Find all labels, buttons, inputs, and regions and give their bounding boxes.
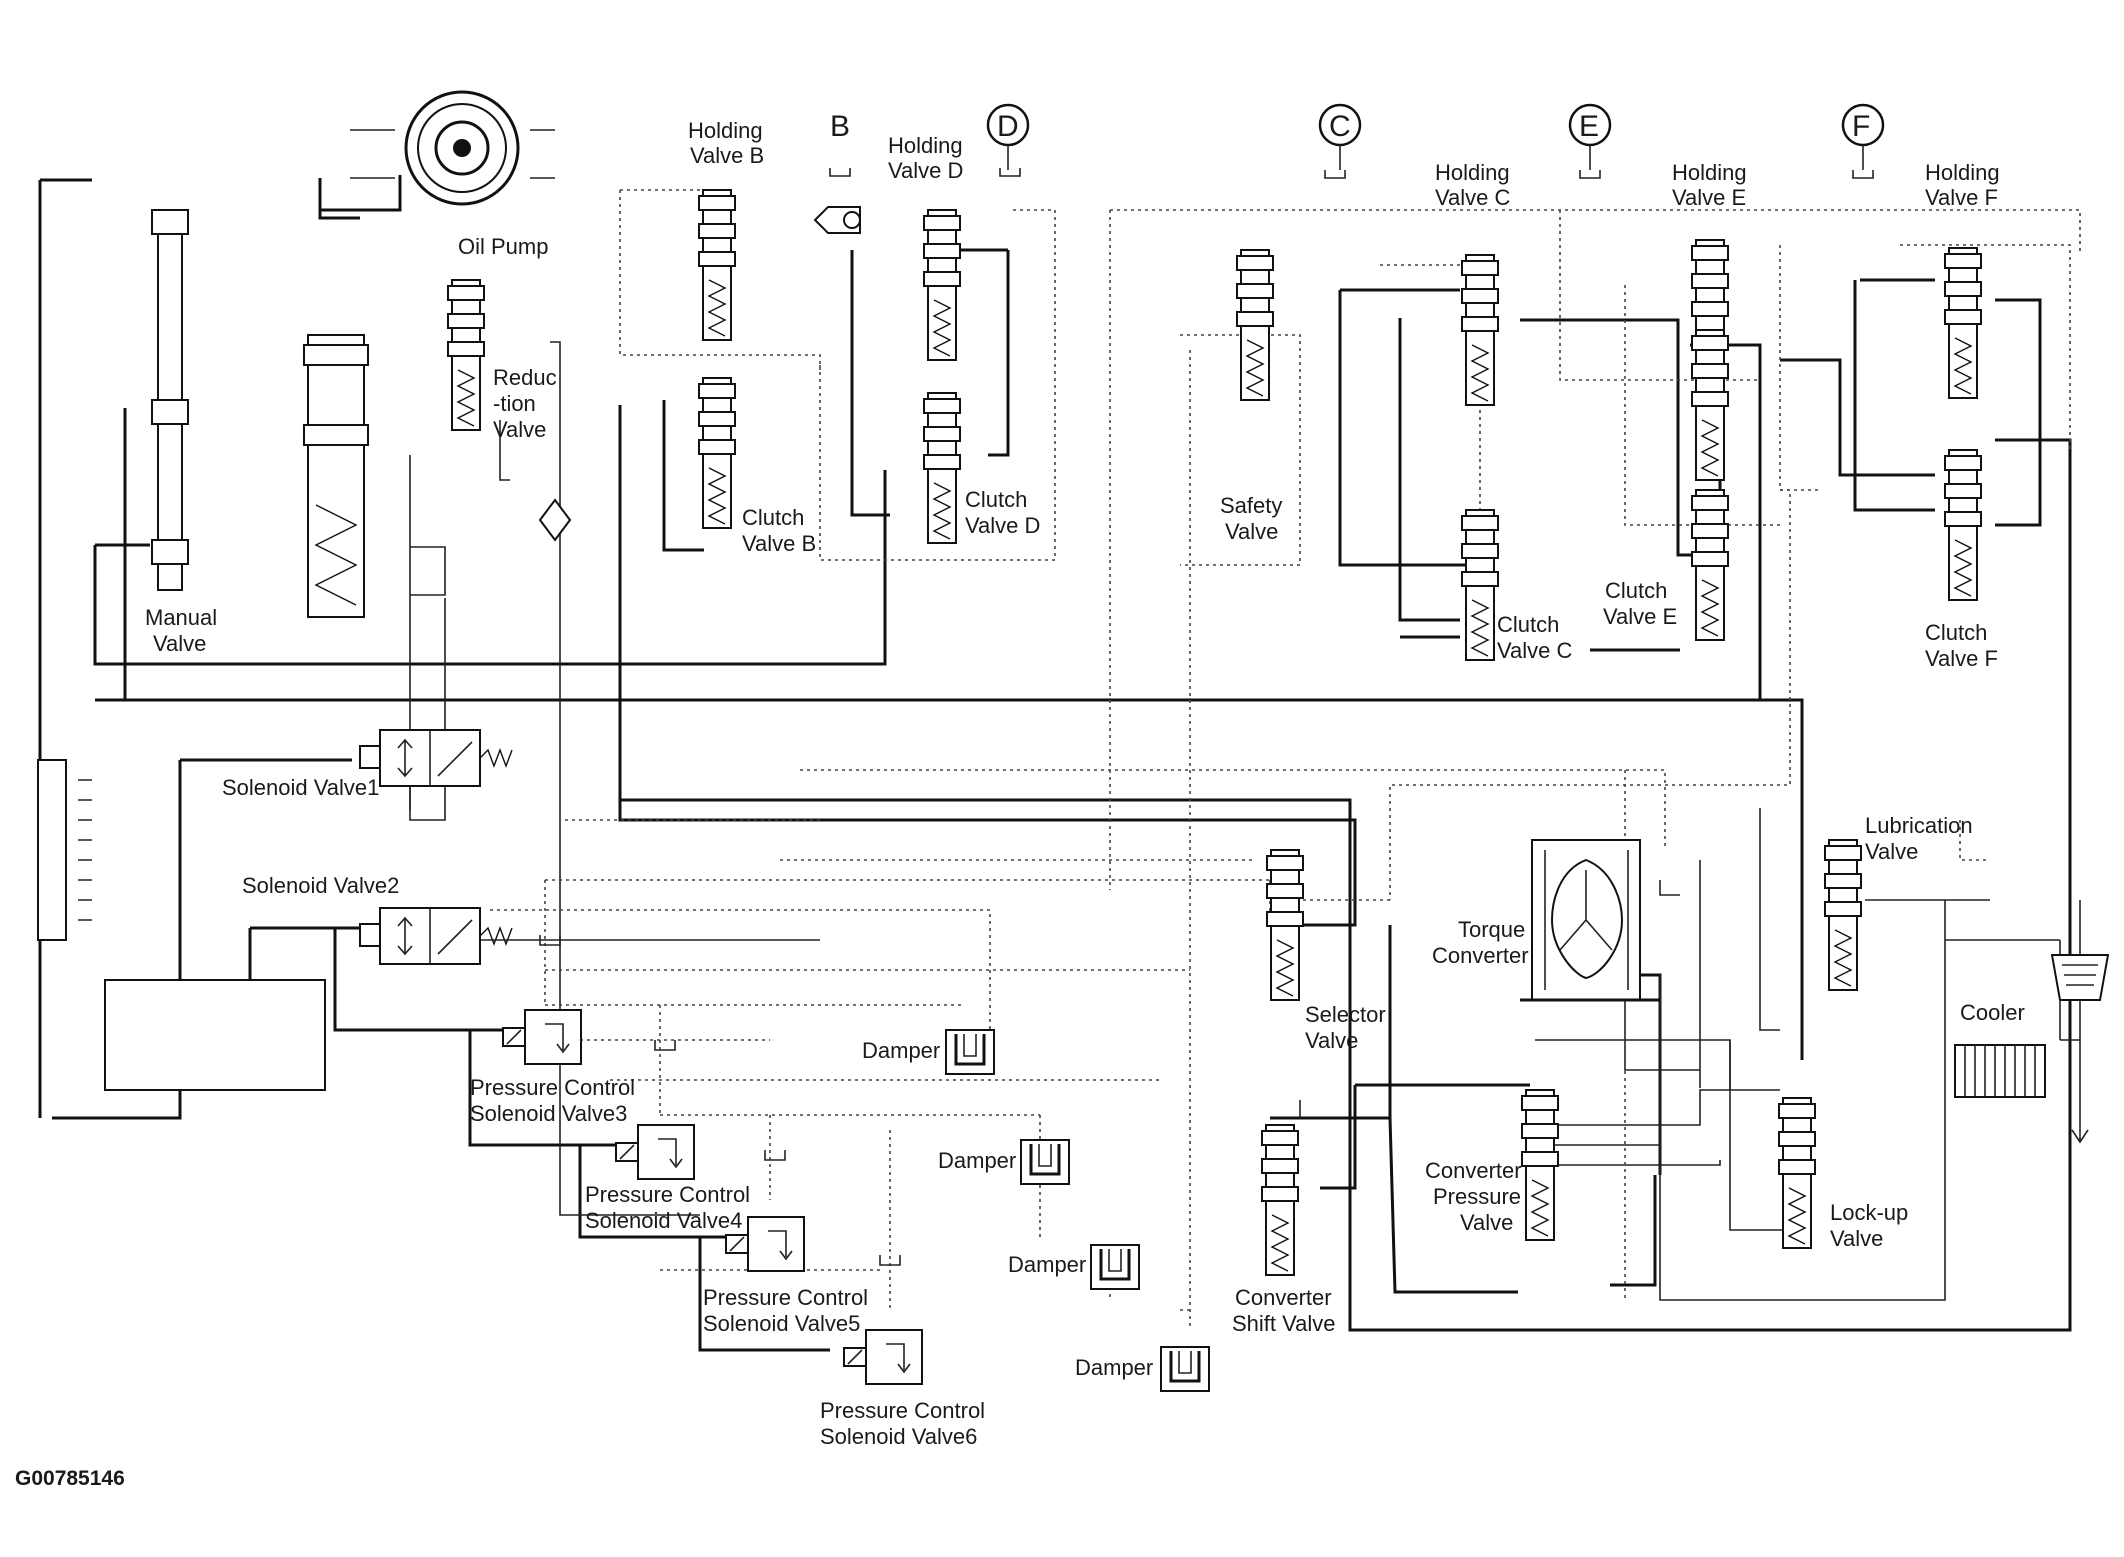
- reduction-valve-icon: [447, 279, 485, 431]
- clutch-valve-f-label: Clutch Valve F: [1925, 620, 1998, 671]
- oil-pump-label: Oil Pump: [458, 234, 548, 259]
- control-unit-box: [104, 979, 326, 1091]
- pc-solenoid-valve3-label: Pressure Control Solenoid Valve3: [470, 1075, 641, 1126]
- port-ref-e: E: [1568, 103, 1612, 170]
- holding-valve-c-label: Holding Valve C: [1435, 160, 1516, 210]
- solenoid-valve1-icon: [359, 729, 513, 787]
- svg-text:C: C: [1329, 110, 1351, 143]
- pc-solenoid-valve3-icon: [502, 1009, 582, 1065]
- pc-solenoid-valve4-label: Pressure Control Solenoid Valve4: [585, 1182, 756, 1233]
- port-ref-f: F: [1841, 103, 1885, 170]
- holding-valve-b-icon: [698, 189, 736, 341]
- lockup-valve-label: Lock-up Valve: [1830, 1200, 1914, 1251]
- torque-converter-icon: [1520, 839, 1660, 1002]
- clutch-valve-b-icon: [698, 377, 736, 529]
- clutch-valve-d-icon: [923, 392, 961, 544]
- damper-2-label: Damper: [938, 1148, 1016, 1173]
- manual-valve-2-icon: [303, 334, 369, 618]
- pc-solenoid-valve5-label: Pressure Control Solenoid Valve5: [703, 1285, 874, 1336]
- lubrication-valve-icon: [1824, 839, 1862, 991]
- solenoid-valve2-label: Solenoid Valve2: [242, 873, 399, 898]
- cooler-filter-icon: [2050, 954, 2110, 1001]
- holding-valve-d-icon: [923, 209, 961, 361]
- lockup-valve-icon: [1778, 1097, 1816, 1249]
- holding-valve-f-icon: [1944, 247, 1982, 399]
- converter-shift-valve-label: Converter Shift Valve: [1232, 1285, 1338, 1336]
- port-ref-b: B: [830, 110, 850, 143]
- pc-solenoid-valve6-icon: [843, 1329, 923, 1385]
- holding-valve-d-label: Holding Valve D: [888, 133, 969, 183]
- oil-level-gauge-icon: [37, 759, 92, 941]
- holding-valve-e2-icon: [1691, 329, 1729, 481]
- check-valve-icon: [813, 206, 861, 234]
- clutch-valve-e-label: Clutch Valve E: [1603, 578, 1677, 629]
- holding-valve-f-label: Holding Valve F: [1925, 160, 2006, 210]
- holding-valve-e-label: Holding Valve E: [1672, 160, 1753, 210]
- damper-4-icon: [1159, 1345, 1211, 1393]
- damper-3-label: Damper: [1008, 1252, 1086, 1277]
- damper-4-label: Damper: [1075, 1355, 1153, 1380]
- solenoid-valve1-label: Solenoid Valve1: [222, 775, 379, 800]
- manual-valve-icon: [151, 209, 189, 591]
- svg-text:E: E: [1579, 110, 1599, 143]
- filter-icon: [538, 498, 572, 542]
- port-ref-d: D: [986, 103, 1030, 170]
- selector-valve-icon: [1266, 849, 1304, 1001]
- clutch-valve-e-icon: [1691, 489, 1729, 641]
- cooler-icon: [1954, 1044, 2046, 1098]
- cooler-label: Cooler: [1960, 1000, 2025, 1025]
- holding-valve-b-label: Holding Valve B: [688, 118, 769, 168]
- clutch-valve-d-label: Clutch Valve D: [965, 487, 1040, 538]
- manual-valve-label: Manual Valve: [145, 605, 223, 656]
- damper-2-icon: [1019, 1138, 1071, 1186]
- figure-id: G00785146: [15, 1467, 125, 1490]
- damper-1-label: Damper: [862, 1038, 940, 1063]
- holding-valve-c-icon: [1461, 254, 1499, 406]
- selector-valve-label: Selector Valve: [1305, 1002, 1392, 1053]
- damper-1-icon: [944, 1028, 996, 1076]
- oil-pump-icon: [318, 90, 555, 220]
- reduction-valve-label: Reduc -tion Valve: [493, 365, 563, 442]
- solenoid-valve2-icon: [359, 907, 513, 965]
- port-ref-c: C: [1318, 103, 1362, 170]
- lubrication-valve-label: Lubrication Valve: [1865, 813, 1979, 864]
- drain-arrow-icon: [2071, 1075, 2089, 1144]
- svg-text:D: D: [997, 110, 1019, 143]
- piping-network: [38, 178, 2081, 1352]
- converter-shift-valve-icon: [1261, 1124, 1299, 1276]
- clutch-valve-c-label: Clutch Valve C: [1497, 612, 1573, 663]
- safety-valve-label: Safety Valve: [1220, 493, 1289, 544]
- pc-solenoid-valve4-icon: [615, 1124, 695, 1180]
- pc-solenoid-valve6-label: Pressure Control Solenoid Valve6: [820, 1398, 991, 1449]
- tank-symbols: [539, 168, 1874, 1266]
- clutch-valve-f-icon: [1944, 449, 1982, 601]
- safety-valve-icon: [1236, 249, 1274, 401]
- clutch-valve-b-label: Clutch Valve B: [742, 505, 816, 556]
- converter-pressure-valve-label: Converter Pressure Valve: [1425, 1158, 1528, 1235]
- clutch-valve-c-icon: [1461, 509, 1499, 661]
- torque-converter-label: Torque Converter: [1432, 917, 1531, 968]
- damper-3-icon: [1089, 1243, 1141, 1291]
- svg-text:F: F: [1852, 110, 1870, 143]
